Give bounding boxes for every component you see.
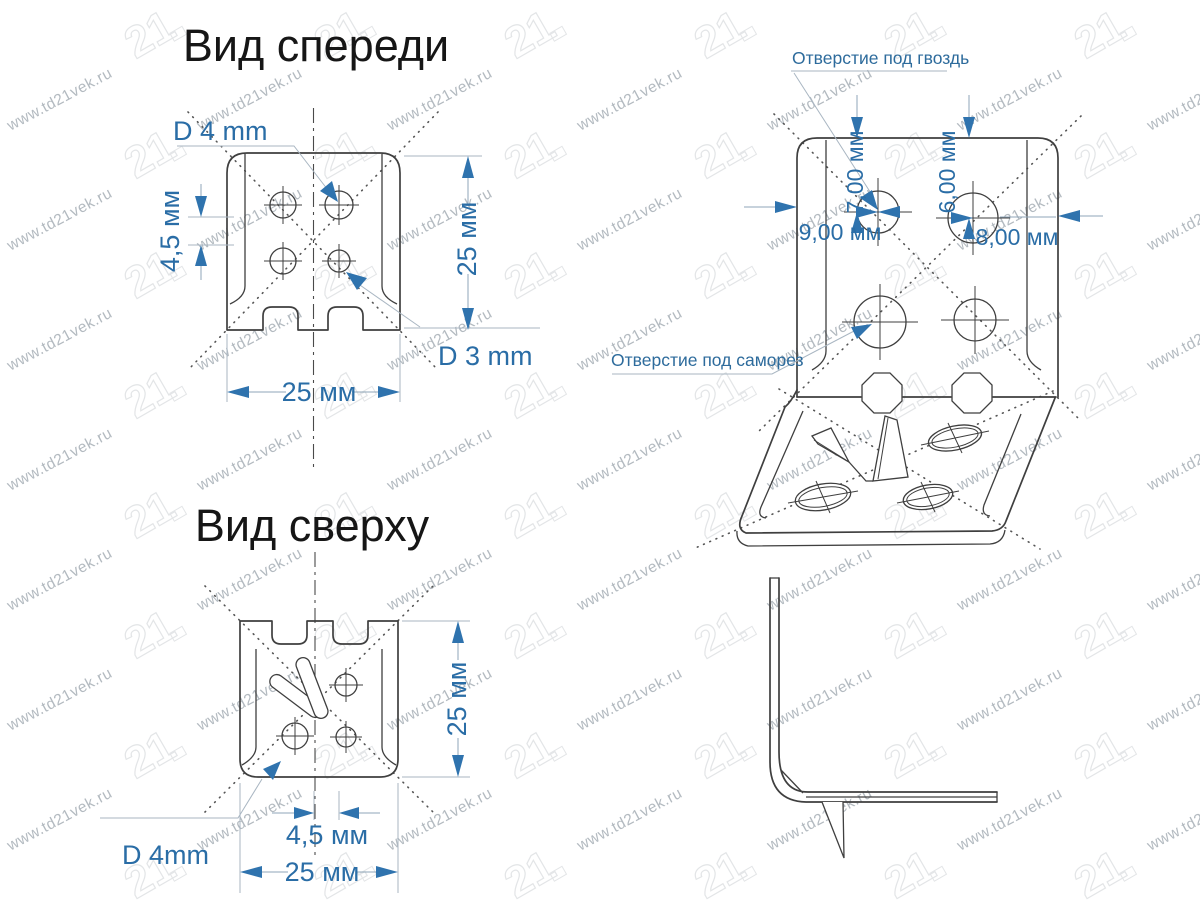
iso-lower-face [738,389,1056,534]
iso-flange-left [811,140,827,371]
front-view: Вид спереди 25 мм [155,20,540,470]
side-sheet-lines [770,577,998,802]
iso-dim-600-text: 6,00 мм [934,131,960,214]
front-callout-d3-text: D 3 mm [438,341,533,371]
top-dim-slot-gap: 4,5 мм [272,791,380,850]
front-diagonal-line [187,111,439,371]
front-flange-left [229,154,246,305]
iso-dim-900: 9,00 мм [744,201,900,245]
side-prong-edge [780,769,804,794]
iso-upper-face [796,137,1059,398]
front-callout-d4: D 4 mm [173,116,338,202]
front-dim-height: 25 мм [404,155,540,330]
top-callout-d4-text: D 4mm [122,840,209,870]
top-flange-left [241,649,257,766]
side-view [769,577,998,859]
top-dim-slot-gap-text: 4,5 мм [286,820,368,850]
iso-dim-800: 8,00 мм [951,210,1103,250]
iso-ellipse-holes [787,422,990,514]
iso-dim-900-text: 9,00 мм [799,219,882,245]
top-plate-outline [239,620,399,778]
front-dim-height-text: 25 мм [452,202,482,277]
iso-dim-700: 7,00 мм [842,95,868,233]
top-holes [276,668,363,755]
front-dim-row-gap: 4,5 мм [155,184,234,280]
front-holes [264,185,359,280]
iso-flange-right [1026,140,1042,371]
iso-dim-800-text: 8,00 мм [976,224,1059,250]
iso-diagonal-line [757,115,1082,433]
top-dim-depth: 25 мм [402,620,472,778]
side-outer-contour [769,577,998,803]
iso-lower-thickness [736,529,1006,547]
iso-lower-flange-left [759,410,804,519]
top-v-slots [269,657,329,719]
iso-dim-600: 6,00 мм [934,95,975,239]
iso-callout-screw: Отверстие под саморез [611,324,872,375]
iso-diagonal-line [773,113,1079,419]
front-callout-d4-text: D 4 mm [173,116,268,146]
iso-lower-flange-right [982,413,1022,517]
iso-diagonal-line [692,390,1054,550]
iso-callout-nail-text: Отверстие под гвоздь [792,48,969,68]
iso-prongs [810,415,909,482]
iso-callout-screw-text: Отверстие под саморез [611,350,804,370]
iso-octagon-cutout [951,372,993,414]
front-view-title: Вид спереди [183,20,449,71]
top-dim-depth-text: 25 мм [442,662,472,737]
front-callout-d3: D 3 mm [346,272,533,371]
top-view: Вид сверху 25 м [100,500,472,893]
top-flange-right [381,649,397,766]
iso-diagonal-line [778,388,1041,550]
iso-dim-700-text: 7,00 мм [842,131,868,214]
top-callout-d4: D 4mm [100,761,281,870]
front-plate-outline [226,152,401,331]
front-flange-right [381,154,398,305]
side-inner-contour [778,577,998,793]
front-dim-row-gap-text: 4,5 мм [155,190,185,272]
top-dim-width-text: 25 мм [285,857,360,887]
iso-octagon-cutout [861,372,903,414]
iso-view: Отверстие под гвоздь Отверстие под самор… [611,48,1103,550]
top-dim-width: 25 мм [239,783,399,893]
front-diagonal-line [187,111,439,371]
side-spike [821,801,845,859]
top-view-title: Вид сверху [195,500,430,551]
front-dim-width: 25 мм [226,334,401,407]
front-dim-width-text: 25 мм [282,377,357,407]
iso-callout-nail: Отверстие под гвоздь [791,48,969,210]
